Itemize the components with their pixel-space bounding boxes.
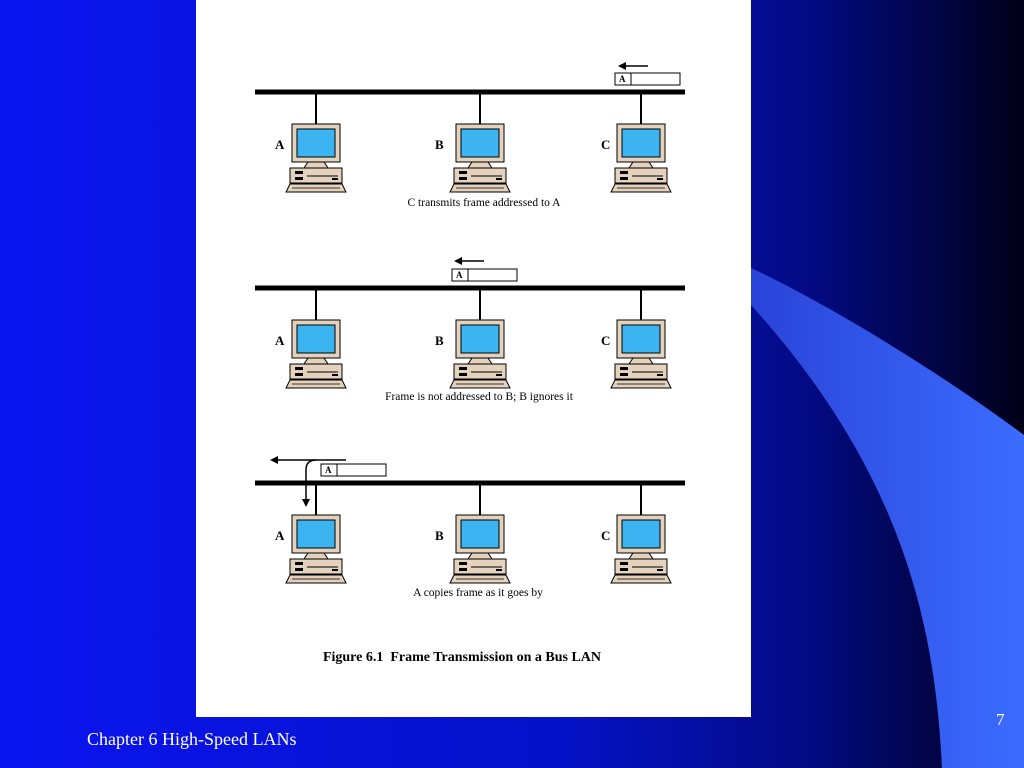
arrow-left-icon	[454, 257, 484, 265]
panel-1: A B C A C transmits frame addressed to A	[255, 62, 685, 209]
station-c-label: C	[601, 137, 610, 152]
station-b-computer	[449, 319, 511, 389]
decorative-swoosh	[751, 268, 1024, 768]
station-b-computer	[449, 123, 511, 193]
frame-box: A	[320, 463, 387, 477]
figure-panel: A B C A C transmits frame addressed to A	[196, 0, 751, 717]
station-c-computer	[610, 319, 672, 389]
station-a-computer	[285, 319, 347, 389]
station-b-label: B	[435, 137, 444, 152]
frame-box: A	[614, 72, 681, 86]
arrow-left-icon	[618, 62, 648, 70]
station-a-computer	[285, 123, 347, 193]
station-b-computer	[449, 514, 511, 584]
frame-address-label: A	[325, 465, 332, 475]
station-a-label: A	[275, 137, 285, 152]
panel-3-caption: A copies frame as it goes by	[413, 587, 543, 599]
station-a-computer	[285, 514, 347, 584]
panel-1-caption: C transmits frame addressed to A	[408, 197, 562, 209]
station-b-label: B	[435, 528, 444, 543]
bus-lan-diagram: A B C A C transmits frame addressed to A	[255, 62, 685, 665]
panel-3: A B C A A copies frame as it goes by	[255, 456, 685, 599]
station-c-computer	[610, 514, 672, 584]
figure-caption: Figure 6.1 Frame Transmission on a Bus L…	[323, 650, 601, 665]
slide-number: 7	[996, 710, 1005, 729]
station-c-label: C	[601, 333, 610, 348]
station-c-label: C	[601, 528, 610, 543]
frame-box: A	[451, 268, 518, 282]
station-b-label: B	[435, 333, 444, 348]
panel-2-caption: Frame is not addressed to B; B ignores i…	[385, 391, 574, 403]
footer-title: Chapter 6 High-Speed LANs	[87, 729, 297, 749]
station-c-computer	[610, 123, 672, 193]
panel-2: A B C A Frame is not addressed to B; B i…	[255, 257, 685, 403]
frame-address-label: A	[456, 270, 463, 280]
station-a-label: A	[275, 528, 285, 543]
frame-address-label: A	[619, 74, 626, 84]
station-a-label: A	[275, 333, 285, 348]
arrow-left-icon	[270, 456, 346, 464]
copy-down-arrow-icon	[302, 459, 317, 507]
